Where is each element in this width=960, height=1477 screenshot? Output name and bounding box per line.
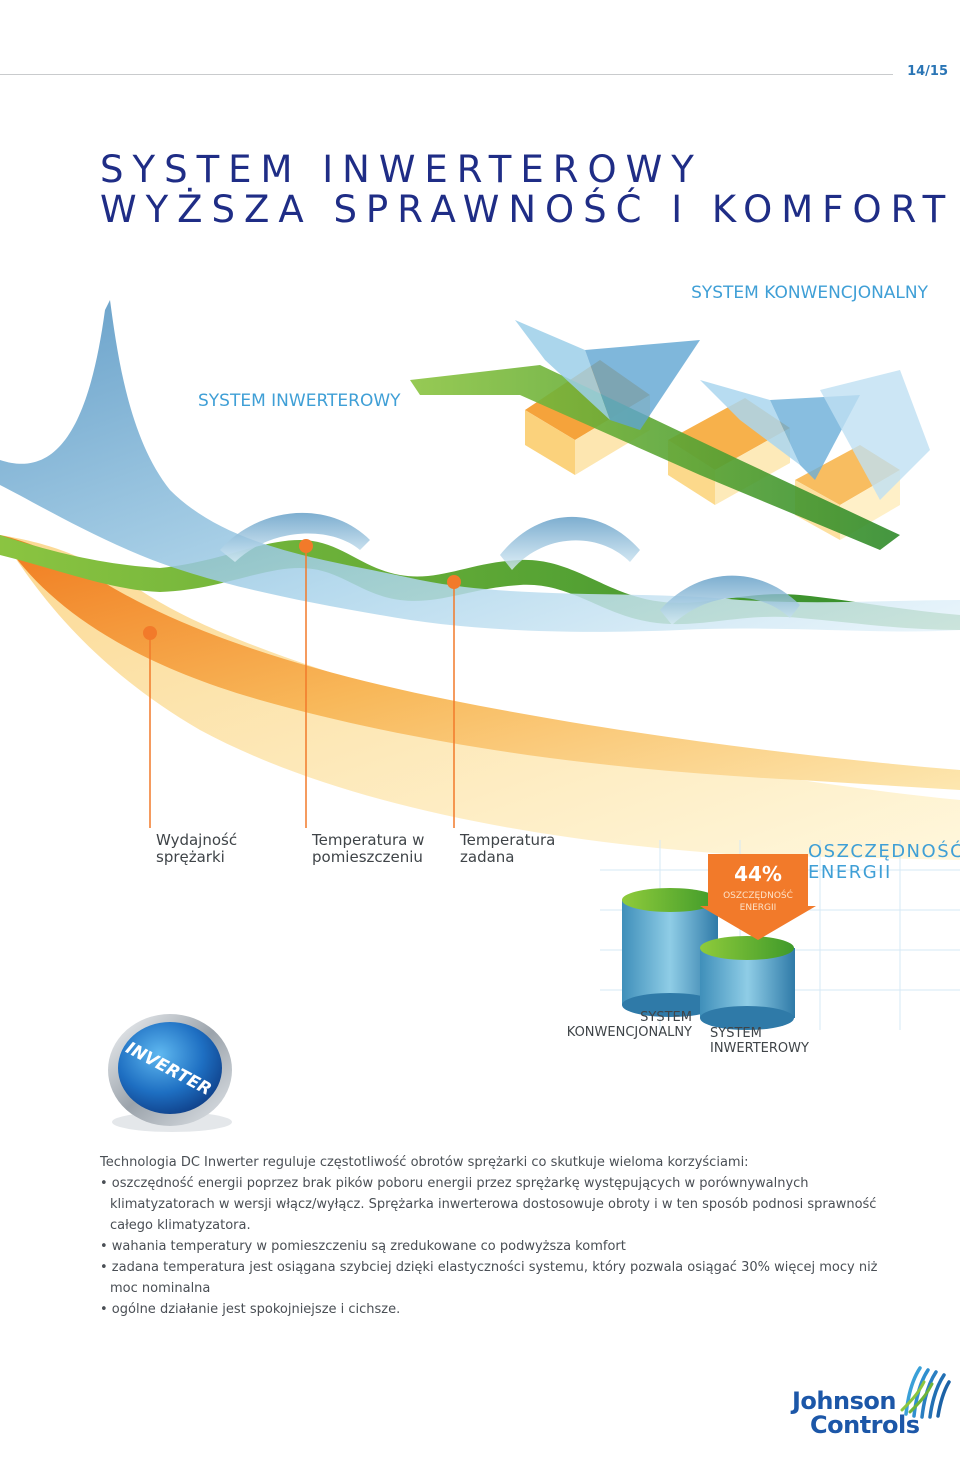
page-title-line1: SYSTEM INWERTEROWY <box>100 148 703 191</box>
caption-set-temperature: Temperatura zadana <box>460 831 556 866</box>
inverter-system-graphic <box>0 300 960 860</box>
cylinder-label-inverter: SYSTEM INWERTEROWY <box>710 1026 809 1056</box>
body-bullet: • zadana temperatura jest osiągana szybc… <box>100 1260 878 1296</box>
body-bullet: • oszczędność energii poprzez brak pików… <box>100 1176 877 1233</box>
cylinder-label-conventional: SYSTEM KONWENCJONALNY <box>566 1010 692 1040</box>
label-inverter-system: SYSTEM INWERTEROWY <box>198 391 401 411</box>
body-bullet: • wahania temperatury w pomieszczeniu są… <box>100 1239 626 1254</box>
inverter-badge: INVERTER <box>108 1014 232 1132</box>
body-intro: Technologia DC Inwerter reguluje częstot… <box>100 1155 749 1170</box>
header-rule <box>0 74 893 75</box>
logo-line1: Johnson <box>792 1387 896 1415</box>
page-title-line2: WYŻSZA SPRAWNOŚĆ I KOMFORT <box>100 188 955 231</box>
johnson-controls-logo: Johnson Controls <box>790 1362 951 1444</box>
savings-arrow-label: OSZCZĘDNOŚĆ ENERGII <box>723 891 793 913</box>
body-text: Technologia DC Inwerter reguluje częstot… <box>100 1152 900 1320</box>
label-conventional-system: SYSTEM KONWENCJONALNY <box>691 283 928 303</box>
indicator-pins <box>143 539 461 828</box>
cylinder-conventional <box>622 888 718 1017</box>
caption-compressor-output: Wydajność sprężarki <box>156 831 238 866</box>
logo-mark-icon <box>900 1366 951 1419</box>
caption-room-temperature: Temperatura w pomieszczeniu <box>312 831 425 866</box>
inverter-vs-conventional-illustration <box>0 300 960 860</box>
page-number: 14/15 <box>907 64 948 79</box>
savings-heading: OSZCZĘDNOŚĆ ENERGII <box>808 841 960 883</box>
energy-savings-graphic <box>600 840 960 1030</box>
logo-line2: Controls <box>810 1411 920 1439</box>
body-bullet: • ogólne działanie jest spokojniejsze i … <box>100 1302 401 1317</box>
cylinder-inverter <box>700 936 795 1030</box>
conventional-system-graphic <box>410 320 930 550</box>
savings-arrow <box>700 854 816 940</box>
savings-percent: 44% <box>734 862 782 886</box>
